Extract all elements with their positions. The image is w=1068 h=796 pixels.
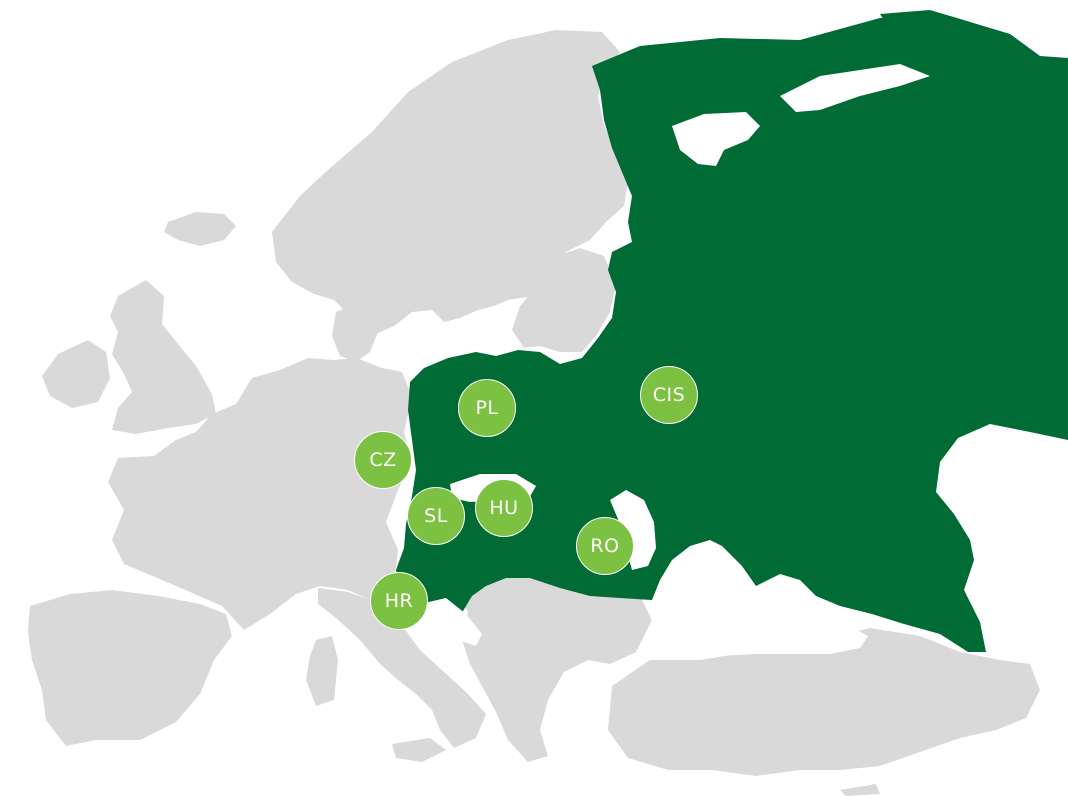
marker-cis[interactable]: CIS <box>640 366 698 424</box>
white-sea-shape <box>672 112 760 166</box>
sicily-shape <box>392 738 446 762</box>
black-sea-shape <box>650 590 868 656</box>
water-cutouts <box>420 64 1068 656</box>
ireland-shape <box>42 340 110 408</box>
marker-sl[interactable]: SL <box>407 487 465 545</box>
green-land <box>396 10 1068 652</box>
west-europe-shape <box>108 358 412 630</box>
marker-hr-label: HR <box>384 590 414 612</box>
marker-cz-label: CZ <box>369 449 397 471</box>
iceland-shape <box>164 212 236 246</box>
arctic-island-shape <box>880 10 970 36</box>
cyprus-shape <box>840 784 880 796</box>
italy-shape <box>318 588 486 748</box>
marker-hu-label: HU <box>489 497 519 519</box>
caspian-sea-shape <box>946 428 1068 520</box>
marker-ro[interactable]: RO <box>576 517 634 575</box>
corsica-sardinia-shape <box>306 636 338 706</box>
marker-sl-label: SL <box>424 505 448 527</box>
anatolia-shape <box>608 628 1040 776</box>
marker-ro-label: RO <box>590 535 620 557</box>
marker-pl[interactable]: PL <box>458 379 516 437</box>
scandinavia-shape <box>272 30 628 334</box>
adriatic-sea-shape <box>420 598 482 646</box>
marker-hr[interactable]: HR <box>370 572 428 630</box>
marker-pl-label: PL <box>475 397 499 419</box>
iberia-shape <box>28 590 232 746</box>
barents-coast-shape <box>780 64 930 112</box>
balkans-shape <box>448 562 652 762</box>
grey-land <box>28 30 1040 796</box>
britain-shape <box>110 280 216 434</box>
marker-cis-label: CIS <box>652 384 686 406</box>
cis-region-shape <box>396 16 1068 652</box>
marker-cz[interactable]: CZ <box>354 431 412 489</box>
marker-hu[interactable]: HU <box>475 479 533 537</box>
denmark-shape <box>332 304 378 362</box>
baltics-shape <box>512 248 616 352</box>
moldova-cutout-shape <box>610 490 656 570</box>
